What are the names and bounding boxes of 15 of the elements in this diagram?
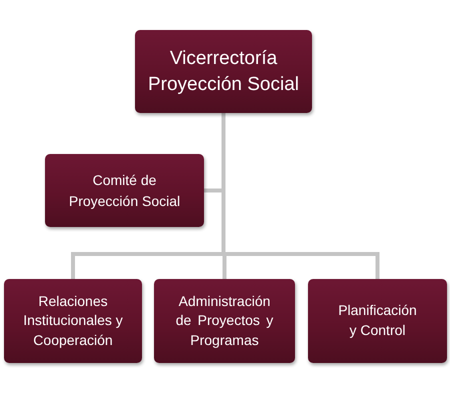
connector-line [226,252,380,279]
connector-line [222,190,226,256]
connector-line [204,188,222,192]
connector-line [71,252,222,279]
org-unit-box [135,30,312,113]
unit-name: Comité de Proyección Social [68,171,182,211]
unit-name: Administración de Proyectos y Programas [174,292,274,350]
org-unit-box [4,279,142,363]
connector-line [222,113,226,190]
org-unit-box [154,279,295,363]
unit-name: Planificación y Control [337,301,418,340]
org-unit-box [308,279,447,363]
unit-name: Relaciones Institucionales y Cooperación [22,292,124,350]
unit-name: Vicerrectoría Proyección Social [146,46,300,96]
org-unit-box [45,154,204,227]
